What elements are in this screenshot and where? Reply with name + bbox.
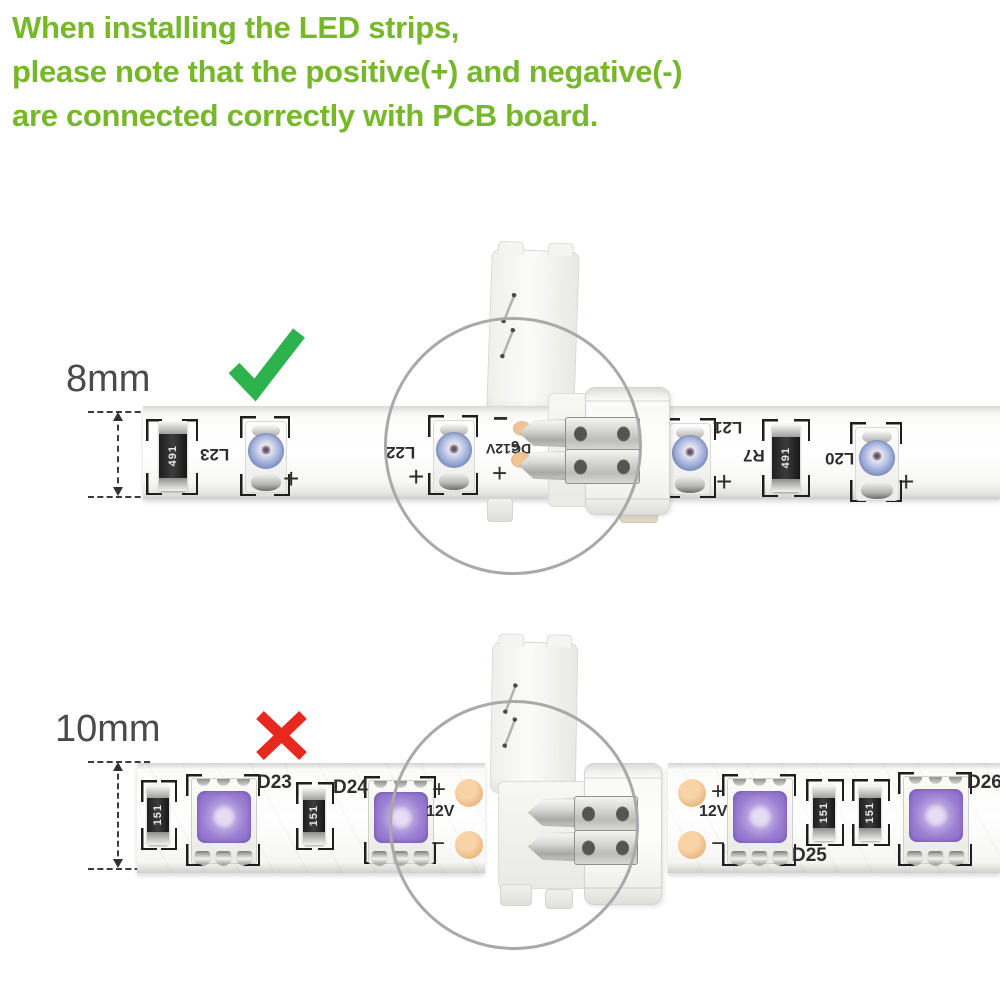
ref-label-r7: R7: [743, 446, 765, 465]
resistor-cap: [859, 785, 881, 798]
resistor-cap: [147, 785, 169, 798]
resistor-chip: 151: [303, 787, 325, 845]
resistor-cap: [772, 424, 800, 437]
cover-tab: [498, 633, 525, 647]
measure-line-bottom: [88, 496, 150, 498]
resistor-cap: [147, 832, 169, 845]
measure-line-vertical: [117, 764, 119, 866]
resistor-value: 151: [818, 802, 830, 824]
led-cap: [862, 430, 892, 443]
cover-tab: [497, 240, 525, 255]
measure-arrow-up-icon: [113, 762, 123, 771]
resistor-value: 151: [152, 804, 164, 826]
solder-blob: [250, 473, 282, 491]
polarity-plus: +: [716, 466, 733, 497]
resistor-cap: [303, 832, 325, 845]
led-leg: [773, 851, 788, 865]
led-die: [733, 790, 787, 843]
polarity-plus: +: [898, 466, 915, 497]
led-leg: [928, 851, 943, 865]
resistor-cap: [159, 421, 187, 434]
led-3528: [669, 423, 711, 495]
led-leg: [195, 851, 210, 865]
led-dome: [248, 433, 284, 470]
copper-pad: [678, 779, 706, 807]
led-leg: [949, 851, 964, 865]
led-5050-d25: [727, 778, 793, 865]
connector-seam: [585, 887, 661, 889]
led-notch: [949, 777, 962, 784]
led-leg: [237, 851, 252, 865]
cross-icon: [252, 708, 310, 769]
ref-label-d26: D26: [967, 772, 1000, 793]
width-label-8mm: 8mm: [66, 358, 151, 400]
ref-label-d23: D23: [257, 772, 292, 793]
measure-line-vertical: [117, 414, 119, 494]
measure-line-bottom: [88, 868, 150, 870]
led-5050-d23: [191, 778, 257, 865]
led-leg: [907, 851, 922, 865]
header-line-1: When installing the LED strips,: [12, 10, 460, 45]
copper-pad: [678, 831, 706, 859]
resistor-chip: 151: [859, 785, 881, 841]
led-die: [909, 789, 963, 843]
ref-label-l21: L21: [713, 418, 743, 437]
led-5050-d26: [903, 776, 969, 865]
resistor-cap: [772, 479, 800, 492]
polarity-plus: +: [283, 463, 300, 494]
polarity-plus: +: [711, 778, 726, 805]
resistor-value: 491: [167, 445, 179, 467]
led-leg: [216, 851, 231, 865]
solder-blob: [674, 475, 706, 493]
resistor-value: 151: [308, 805, 320, 827]
polarity-minus: −: [711, 830, 726, 857]
led-die: [197, 790, 251, 843]
ref-label-l20: L20: [825, 449, 855, 468]
led-notch: [929, 777, 942, 784]
resistor-cap: [813, 828, 835, 841]
resistor-value: 151: [864, 802, 876, 824]
led-notch: [909, 777, 922, 784]
solder-blob: [861, 481, 893, 499]
header-line-2: please note that the positive(+) and neg…: [12, 54, 683, 89]
led-notch: [217, 779, 230, 786]
led-dome: [672, 435, 708, 472]
led-leg: [731, 851, 746, 865]
led-dome: [859, 440, 895, 477]
led-notch: [237, 779, 250, 786]
led-3528: [245, 421, 287, 493]
resistor-chip: 151: [813, 785, 835, 841]
header-line-3: are connected correctly with PCB board.: [12, 98, 599, 133]
led-notch: [753, 779, 766, 786]
resistor-chip: 491: [772, 424, 800, 492]
ref-label-d25: D25: [792, 845, 827, 866]
resistor-chip: 151: [147, 785, 169, 845]
measure-arrow-down-icon: [113, 487, 123, 496]
ref-label-l23: L23: [200, 445, 230, 464]
resistor-chip: 491: [159, 421, 187, 491]
led-notch: [197, 779, 210, 786]
magnifier-circle-icon: [384, 317, 642, 575]
measure-arrow-down-icon: [113, 859, 123, 868]
led-leg: [752, 851, 767, 865]
resistor-cap: [813, 785, 835, 798]
cover-tab: [546, 634, 573, 648]
header-text: When installing the LED strips, please n…: [12, 6, 683, 138]
width-label-10mm: 10mm: [55, 708, 161, 750]
resistor-cap: [303, 787, 325, 800]
led-3528: [855, 427, 899, 501]
led-notch: [773, 779, 786, 786]
cover-tab: [547, 242, 575, 257]
measure-arrow-up-icon: [113, 412, 123, 421]
resistor-cap: [159, 478, 187, 491]
led-notch: [374, 781, 387, 788]
resistor-value: 491: [780, 447, 792, 469]
voltage-label-12v: 12V: [699, 803, 728, 820]
led-notch: [733, 779, 746, 786]
magnifier-circle-icon: [389, 700, 639, 950]
resistor-cap: [859, 828, 881, 841]
led-leg: [372, 851, 387, 865]
ref-label-d24: D24: [333, 777, 368, 798]
checkmark-icon: [226, 324, 306, 407]
